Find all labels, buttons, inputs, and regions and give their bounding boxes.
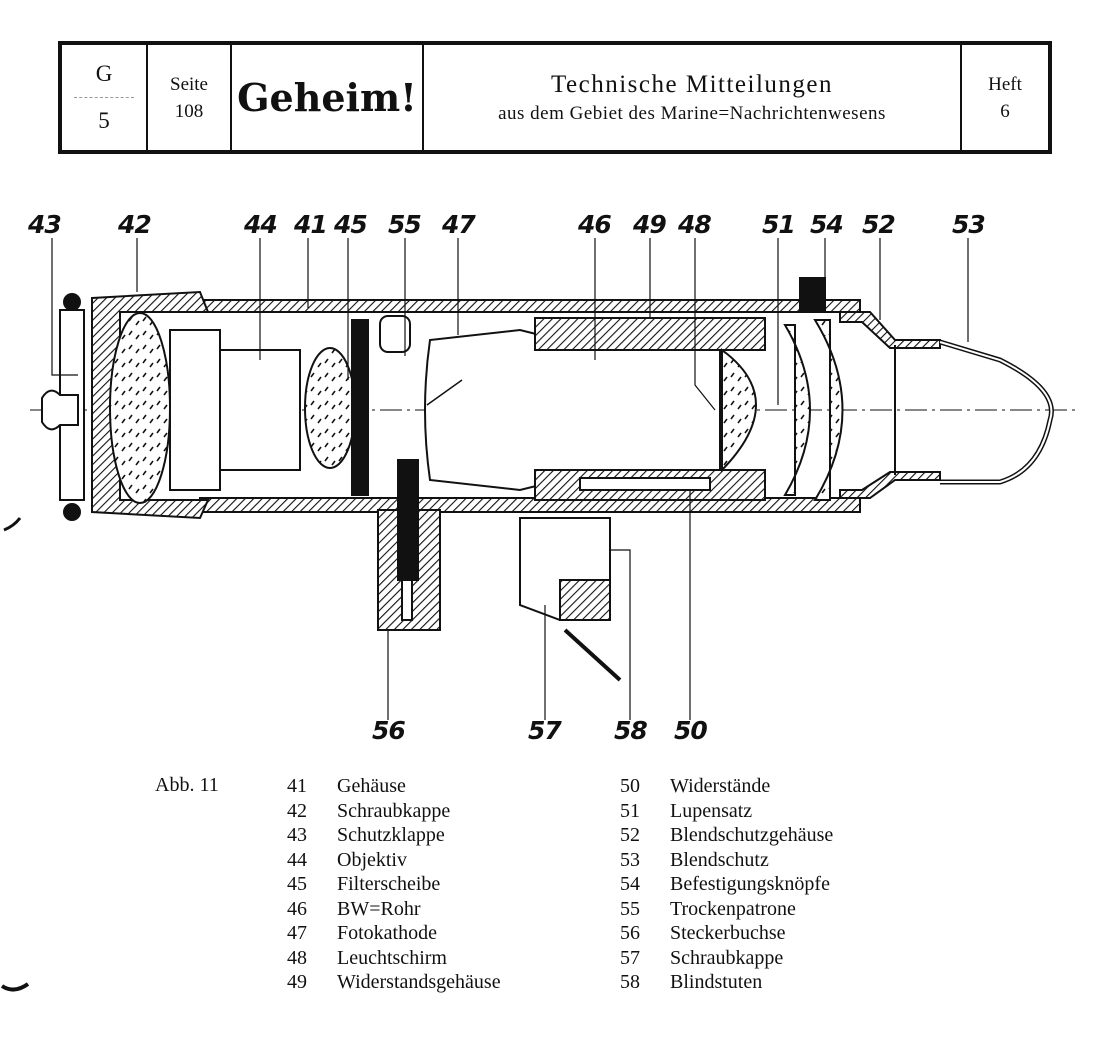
callout-54: 54 [810,210,844,239]
callout-55: 55 [388,210,422,239]
objective-barrel [169,329,221,491]
scan-mark-top [3,517,22,532]
figure-caption: Abb. 11 [155,774,219,796]
fastening-knob [799,277,826,313]
group-divider [74,97,134,98]
callout-45: 45 [334,210,368,239]
classification-stamp: Geheim! [237,75,417,120]
callout-42: 42 [118,210,152,239]
cap-chain [563,628,622,682]
objective-lens-front [109,312,171,504]
page-label: Seite [170,73,208,95]
resistor-housing-top [534,317,766,351]
fluorescent-screen [721,348,757,473]
leader-lines [51,238,969,720]
scan-mark-bottom [0,982,30,992]
group-number: 5 [98,108,110,133]
callout-46: 46 [578,210,612,239]
callout-56: 56 [372,716,406,745]
callout-53: 53 [952,210,986,239]
protective-flap-knob [41,389,79,431]
callout-44: 44 [244,210,278,239]
image-tube [424,328,721,492]
group-letter: G [95,61,113,86]
publication-title: Technische Mitteilungen [551,70,833,98]
glare-shield-housing [839,311,941,349]
callout-48: 48 [678,210,712,239]
callout-49: 49 [633,210,667,239]
callout-58: 58 [614,716,648,745]
page-number: 108 [174,100,204,122]
callout-43: 43 [28,210,62,239]
callout-41: 41 [294,210,328,239]
callout-52: 52 [862,210,896,239]
document-header: G 5 Seite 108 Geheim! Technische Mitteil… [58,41,1052,154]
group-cell: G 5 [62,45,148,150]
classification-cell: Geheim! [232,45,424,150]
glare-shield [939,339,1054,485]
technical-drawing: 43 42 44 41 45 55 47 46 49 48 51 54 52 5… [0,200,1100,760]
callout-50: 50 [674,716,708,745]
publication-subtitle: aus dem Gebiet des Marine=Nachrichtenwes… [498,102,886,124]
eyepiece-lens-1 [783,324,811,496]
page-cell: Seite 108 [148,45,232,150]
issue-label: Heft [988,73,1022,95]
callout-47: 47 [442,210,476,239]
callout-51: 51 [762,210,796,239]
issue-cell: Heft 6 [962,45,1048,150]
housing-top-wall [199,299,861,313]
title-cell: Technische Mitteilungen aus dem Gebiet d… [424,45,962,150]
drying-cartridge [379,315,411,353]
eyepiece-lens-2 [813,319,844,501]
callout-57: 57 [528,716,562,745]
filter-disc [351,319,369,496]
resistors [579,477,711,491]
issue-number: 6 [1000,100,1010,122]
cross-section-drawing [30,238,1075,720]
